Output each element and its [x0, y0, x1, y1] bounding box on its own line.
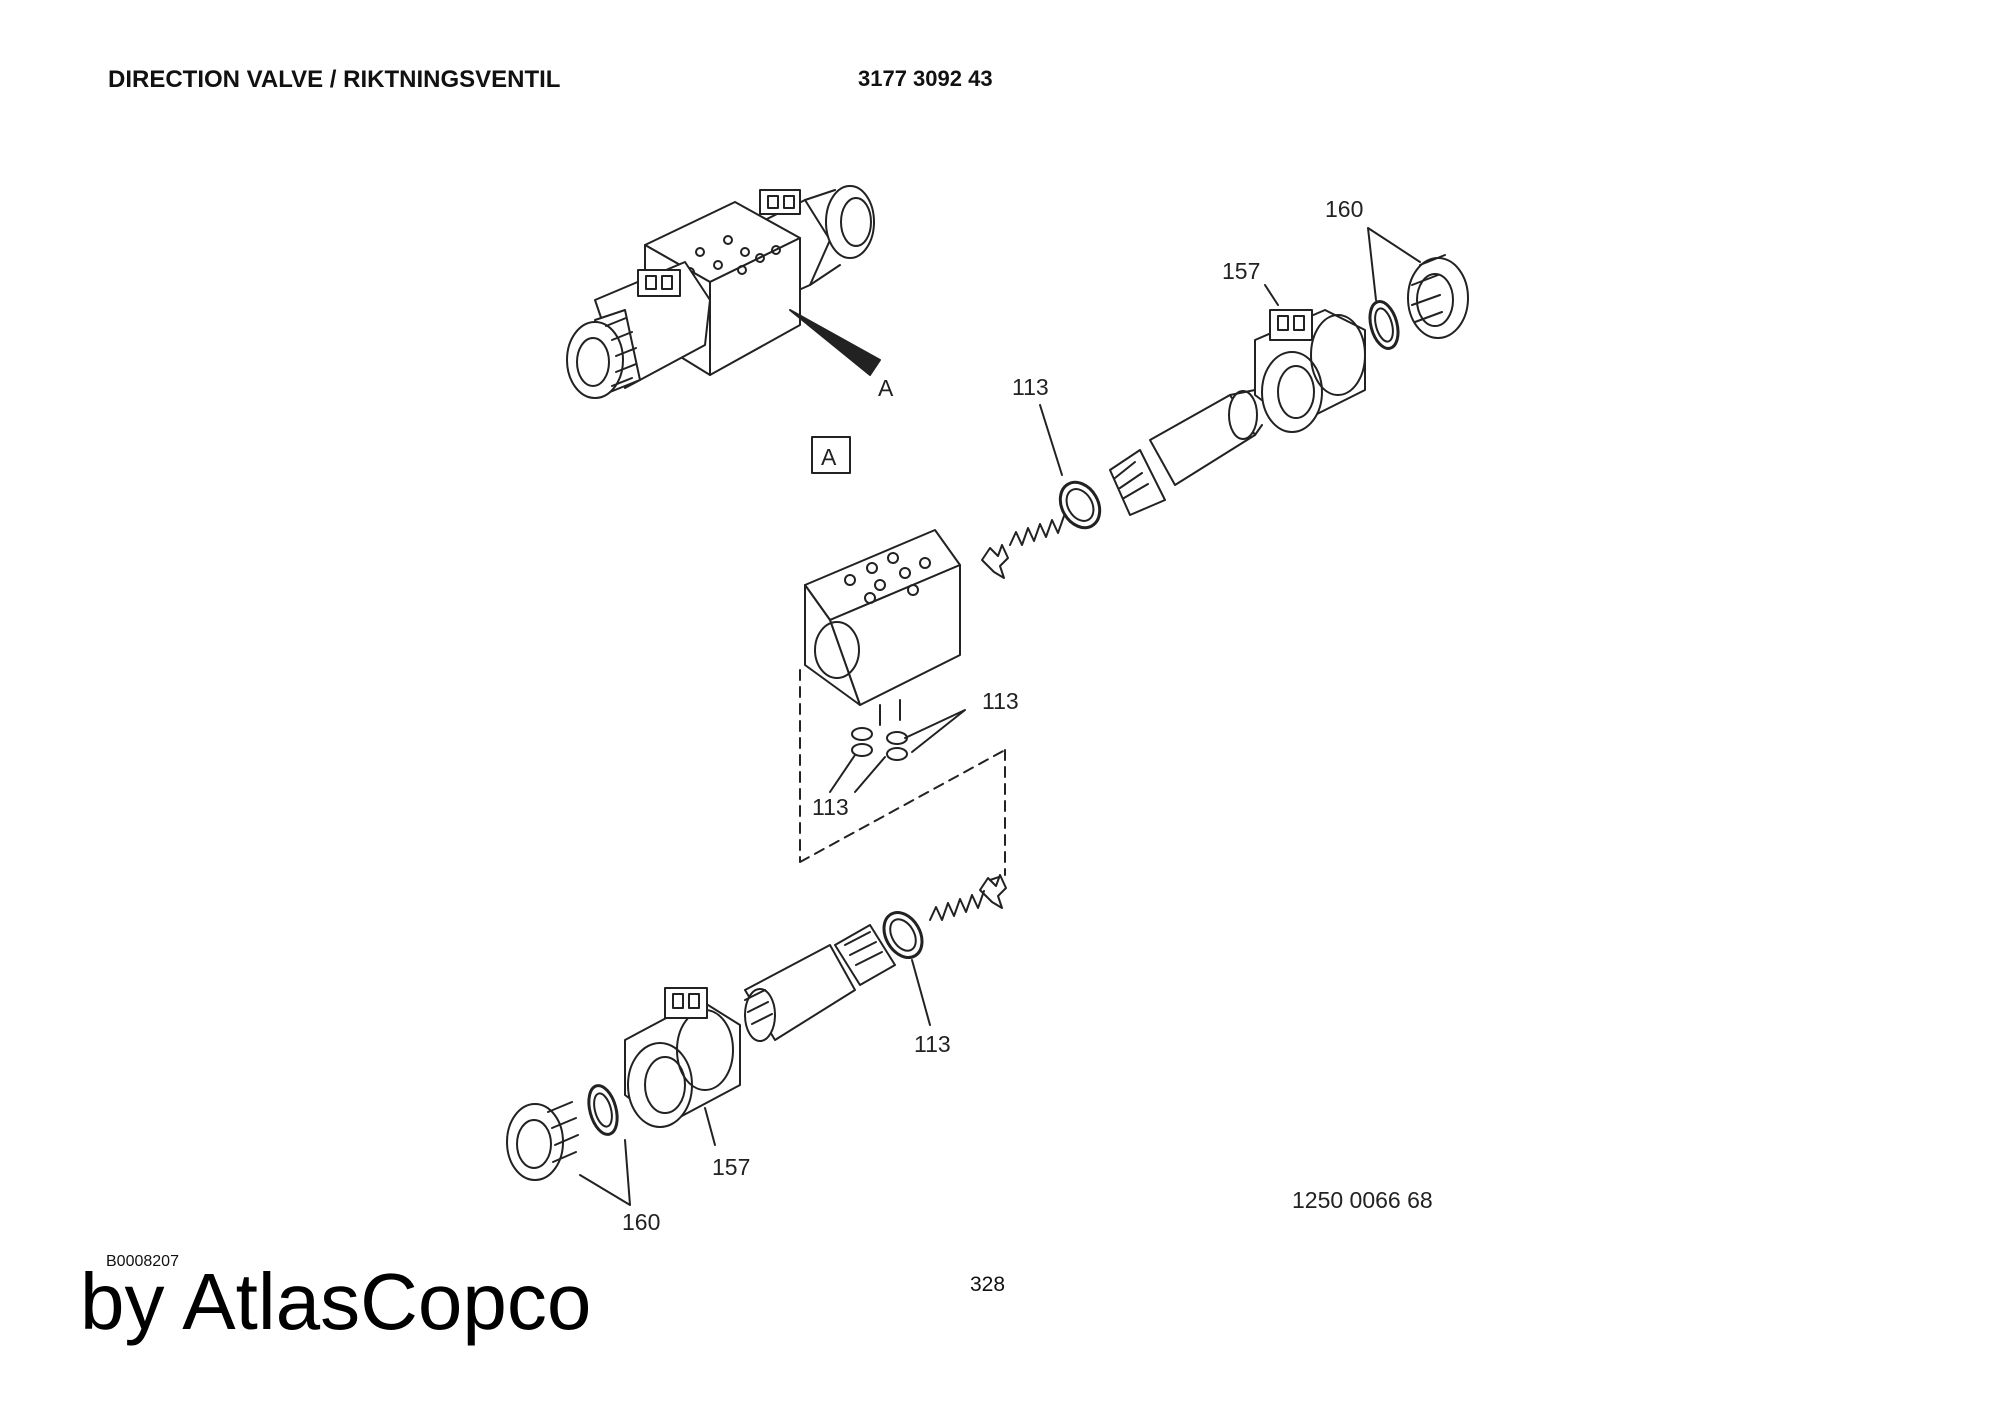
figure-reference: B0008207 [106, 1253, 179, 1270]
leader-160-upper [1367, 227, 1421, 301]
callout-113-upper: 113 [1012, 374, 1049, 400]
upper-solenoid-coil [1254, 309, 1366, 433]
lower-stop-washer [979, 874, 1007, 909]
upper-stop-washer [981, 544, 1009, 579]
upper-knurled-nut [1407, 254, 1469, 339]
callout-160-upper: 160 [1325, 196, 1363, 222]
callout-113-lower: 113 [914, 1031, 951, 1057]
lower-armature-tube [744, 924, 896, 1042]
page-number: 328 [970, 1273, 1006, 1296]
upper-o-ring [1058, 480, 1102, 530]
leader-113-upper [1039, 404, 1063, 476]
lower-spring [929, 890, 985, 921]
callout-157-lower: 157 [712, 1154, 750, 1180]
assembled-left-nut [566, 309, 641, 399]
part-number: 3177 3092 43 [858, 66, 993, 91]
brand-watermark: by AtlasCopco [80, 1257, 592, 1346]
assembled-valve [566, 185, 881, 399]
view-box-label: A [821, 444, 837, 470]
view-arrow-label: A [878, 375, 894, 401]
page-title: DIRECTION VALVE / RIKTNINGSVENTIL [108, 66, 561, 93]
leader-113-mid-right [904, 709, 966, 753]
leader-113-lower [911, 959, 931, 1026]
callout-113-mid-left: 113 [812, 794, 849, 820]
leader-113-mid-left [829, 754, 886, 793]
callout-113-mid-right: 113 [982, 688, 1019, 714]
view-box [811, 436, 851, 474]
callout-160-lower: 160 [622, 1209, 660, 1235]
upper-nut-o-ring [1368, 300, 1400, 350]
lower-nut-o-ring [587, 1084, 619, 1136]
port-o-rings [851, 727, 908, 761]
upper-spring [1009, 515, 1065, 546]
leader-157-lower [704, 1107, 716, 1146]
lower-o-ring [882, 911, 924, 959]
leader-160-lower [579, 1139, 631, 1206]
lower-solenoid-coil [624, 987, 741, 1128]
callout-157-upper: 157 [1222, 258, 1260, 284]
lower-knurled-nut [506, 1101, 579, 1181]
valve-body-block [804, 529, 961, 726]
upper-armature-tube [1109, 389, 1263, 516]
dashed-guide [799, 669, 1006, 881]
drawing-number: 1250 0066 68 [1292, 1187, 1433, 1213]
leader-157-upper [1264, 284, 1279, 306]
